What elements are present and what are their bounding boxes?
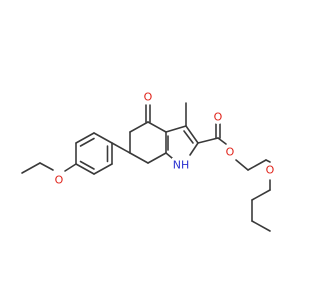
bond [129, 121, 149, 133]
ester-oxygen-label: O [223, 145, 237, 159]
atom-label-ketone-o: O [144, 91, 153, 104]
atom-label-ether-o: O [266, 164, 275, 177]
bond [75, 132, 95, 144]
chain-ether-oxygen-label: O [263, 163, 277, 177]
bond [75, 163, 95, 175]
bond [79, 160, 95, 170]
bond [147, 152, 167, 164]
atom-labels: O O O O O NH [52, 90, 277, 187]
molecule-structure: O O O O O NH [21, 90, 277, 232]
bond [39, 162, 54, 171]
bond [111, 142, 131, 154]
bond [93, 163, 113, 175]
ester-carbonyl-oxygen-label: O [211, 110, 225, 124]
bond [64, 163, 77, 172]
bond [247, 159, 267, 171]
atom-label-ester-o: O [226, 146, 235, 159]
atom-label-ester-carbonyl-o: O [214, 111, 223, 124]
bond [189, 142, 199, 156]
bond [265, 159, 271, 163]
bond [165, 125, 187, 133]
bond [251, 189, 271, 201]
atom-label-aryl-ether-o: O [55, 174, 64, 187]
atom-label-nh: NH [173, 159, 190, 172]
nh-label: NH [172, 158, 192, 172]
bond [21, 162, 41, 174]
bond [185, 125, 199, 144]
bonds [21, 102, 271, 232]
bond [93, 132, 113, 144]
bond [217, 137, 227, 145]
bond [251, 220, 271, 232]
bond [147, 121, 167, 133]
bond [183, 130, 194, 144]
bond [165, 152, 173, 159]
bond [197, 137, 219, 144]
ketone-oxygen-label: O [141, 90, 155, 104]
aryl-ether-oxygen-label: O [52, 173, 66, 187]
bond [235, 159, 249, 171]
bond [79, 137, 95, 147]
bond [129, 152, 149, 164]
